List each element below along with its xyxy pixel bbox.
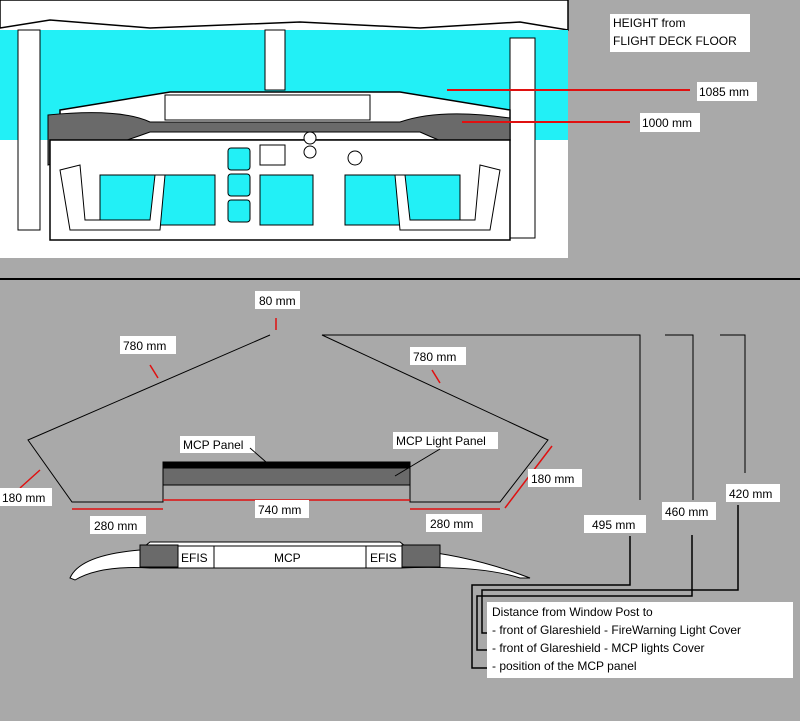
mcp-light-panel-pointer [394, 448, 441, 477]
efis-right-label: EFIS [370, 551, 397, 565]
distance-420-label: 420 mm [729, 487, 772, 501]
mcp-panel-pointer [249, 447, 267, 463]
legend-leader-lines [471, 505, 739, 669]
legend-box [487, 602, 793, 678]
mcp-width-label: 740 mm [258, 503, 301, 517]
bottom-left-label: 280 mm [94, 519, 137, 533]
mcp-panel-label: MCP Panel [183, 438, 243, 452]
legend-item-mcp-panel: - position of the MCP panel [492, 659, 637, 673]
distance-495-label: 495 mm [592, 518, 635, 532]
mcp-light-panel-bar [162, 467, 411, 486]
side-left-label: 180 mm [2, 491, 45, 505]
diag-right-label: 780 mm [413, 350, 456, 364]
height-title-line2: FLIGHT DECK FLOOR [613, 34, 737, 48]
bottom-right-label: 280 mm [430, 517, 473, 531]
efis-left-label: EFIS [181, 551, 208, 565]
mcp-panel-bar [163, 462, 410, 468]
legend-item-firewarning: - front of Glareshield - FireWarning Lig… [492, 623, 741, 637]
mcp-label: MCP [274, 551, 301, 565]
diag-left-label: 780 mm [123, 339, 166, 353]
cockpit-front-view [0, 0, 800, 261]
height-title-line1: HEIGHT from [613, 16, 685, 30]
mcp-light-panel-label: MCP Light Panel [396, 434, 486, 448]
legend-item-mcp-lights: - front of Glareshield - MCP lights Cove… [492, 641, 705, 655]
distance-460-label: 460 mm [665, 505, 708, 519]
height-1000-label: 1000 mm [642, 116, 692, 130]
top-width-label: 80 mm [259, 294, 296, 308]
height-1085-label: 1085 mm [699, 85, 749, 99]
legend-title: Distance from Window Post to [492, 605, 653, 619]
glareshield-front-view [69, 541, 531, 581]
side-right-label: 180 mm [531, 472, 574, 486]
